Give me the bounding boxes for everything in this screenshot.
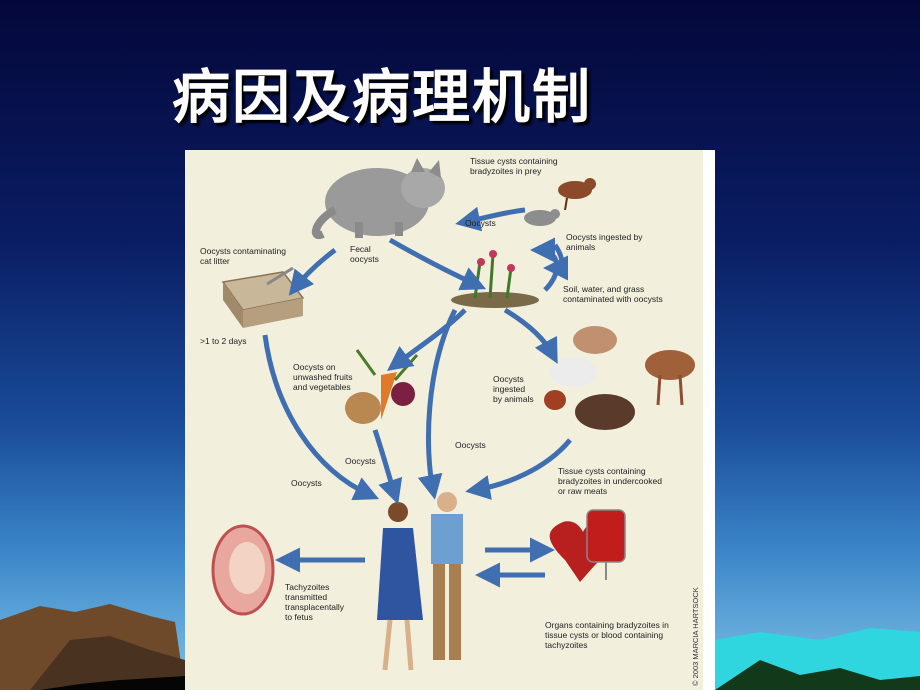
label-cat-litter: Oocysts contaminating cat litter (200, 246, 286, 266)
label-undercooked-meats: Tissue cysts containing bradyzoites in u… (558, 466, 662, 496)
soil-plants-illustration (451, 250, 539, 308)
cat-illustration (311, 158, 445, 239)
label-fruits-vegetables: Oocysts on unwashed fruits and vegetable… (293, 362, 353, 392)
label-ingested-animals-mid: Oocysts ingested by animals (493, 374, 534, 404)
litter-box-illustration (221, 266, 305, 328)
label-ingested-animals-top: Oocysts ingested by animals (566, 232, 643, 252)
label-fecal-oocysts: Fecal oocysts (350, 244, 379, 264)
toxoplasma-lifecycle-diagram: Tissue cysts containing bradyzoites in p… (185, 150, 715, 690)
label-organs: Organs containing bradyzoites in tissue … (545, 620, 669, 650)
label-tissue-cysts-prey: Tissue cysts containing bradyzoites in p… (470, 156, 558, 176)
label-soil-water-grass: Soil, water, and grass contaminated with… (563, 284, 663, 304)
cycle-arrows (262, 206, 572, 588)
bird-illustration (558, 178, 596, 211)
pregnant-woman-illustration (377, 502, 423, 671)
man-illustration (431, 492, 463, 660)
fetus-illustration (211, 524, 275, 616)
label-oocysts-center: Oocysts (455, 440, 486, 450)
blood-bag-illustration (586, 509, 626, 580)
label-tachyzoites: Tachyzoites transmitted transplacentally… (285, 582, 345, 622)
mouse-illustration (524, 209, 560, 226)
slide-title: 病因及病理机制 (172, 63, 593, 131)
label-oocysts-mid: Oocysts (345, 456, 376, 466)
label-oocysts-left: Oocysts (291, 478, 322, 488)
label-days: >1 to 2 days (200, 336, 247, 346)
label-oocysts-top: Oocysts (465, 218, 496, 228)
vegetables-illustration (345, 349, 419, 424)
illustration-credit: © 2003 MARCIA HARTSOCK (691, 587, 700, 686)
farm-animals-illustration (544, 326, 695, 430)
